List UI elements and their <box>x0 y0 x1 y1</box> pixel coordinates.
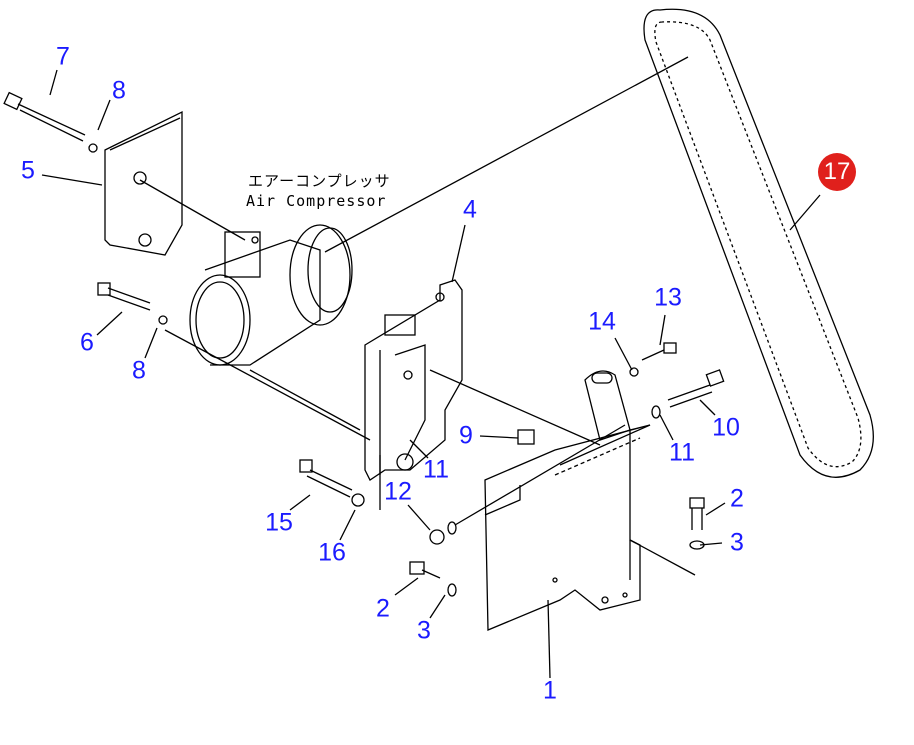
callout-3b[interactable]: 3 <box>417 616 431 645</box>
callout-11[interactable]: 11 <box>423 455 449 484</box>
bracket-plate-1 <box>484 370 651 631</box>
part-caption-japanese: エアーコンプレッサ <box>248 172 391 190</box>
callout-3[interactable]: 3 <box>730 528 744 557</box>
bolt-6 <box>97 282 168 325</box>
callout-16[interactable]: 16 <box>318 538 346 567</box>
callout-2b[interactable]: 2 <box>376 594 390 623</box>
callout-12[interactable]: 12 <box>384 477 412 506</box>
callout-17-highlighted[interactable]: 17 <box>818 153 856 191</box>
callout-8b[interactable]: 8 <box>132 356 146 385</box>
callout-6[interactable]: 6 <box>80 328 94 357</box>
callout-2[interactable]: 2 <box>730 484 744 513</box>
part-caption-english: Air Compressor <box>246 192 387 210</box>
callout-5[interactable]: 5 <box>21 156 35 185</box>
v-belt <box>643 8 874 478</box>
callout-11b[interactable]: 11 <box>669 438 695 467</box>
callout-14[interactable]: 14 <box>588 307 616 336</box>
callout-1[interactable]: 1 <box>543 676 557 705</box>
hardware <box>299 342 725 597</box>
callout-13[interactable]: 13 <box>654 283 682 312</box>
air-compressor <box>189 224 353 366</box>
callout-4[interactable]: 4 <box>463 195 477 224</box>
callout-9[interactable]: 9 <box>459 421 473 450</box>
callout-10[interactable]: 10 <box>712 413 740 442</box>
callout-15[interactable]: 15 <box>265 508 293 537</box>
bolt-7 <box>3 91 98 153</box>
mount-bracket-4 <box>364 279 463 510</box>
bracket-5 <box>104 110 183 256</box>
callout-7[interactable]: 7 <box>56 42 70 71</box>
callout-8[interactable]: 8 <box>112 76 126 105</box>
leader-lines <box>41 56 821 679</box>
